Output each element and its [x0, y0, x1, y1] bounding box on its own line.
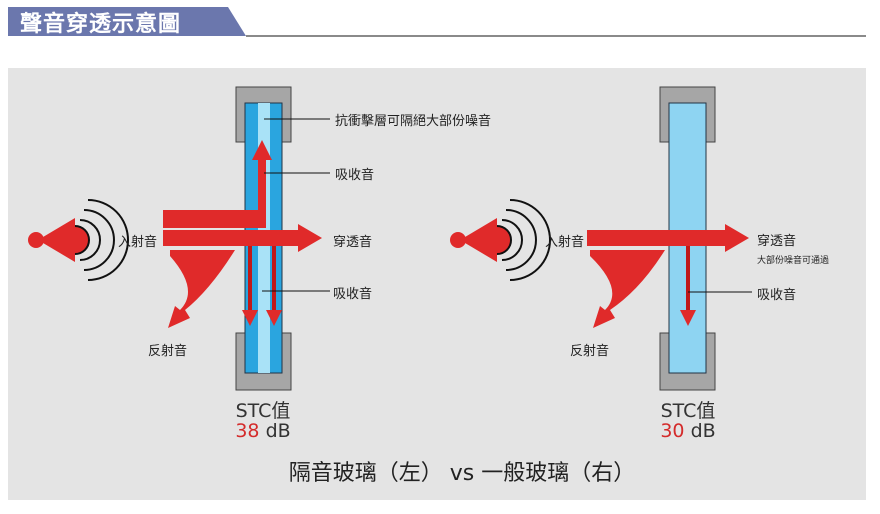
title-banner [8, 7, 246, 36]
transmitted-note: 大部份噪音可通過 [757, 256, 830, 266]
reflected-label: 反射音 [148, 344, 188, 359]
transmitted-label: 穿透音 [757, 234, 797, 249]
incident-label: 入射音 [545, 235, 585, 250]
absorbed-label: 吸收音 [333, 287, 373, 302]
diagram-panel [8, 68, 866, 500]
sound-arrows [587, 224, 749, 328]
sound-arrows [163, 140, 322, 328]
page-title: 聲音穿透示意圖 [20, 12, 182, 37]
stc-label: STC值 [660, 400, 716, 422]
absorbed-top-label: 吸收音 [335, 168, 375, 183]
comparison-caption: 隔音玻璃（左） vs 一般玻璃（右） [288, 461, 636, 486]
layer-label: 抗衝擊層可隔絕大部份噪音 [335, 114, 492, 129]
absorbed-label: 吸收音 [757, 288, 797, 303]
stc-value: 30 dB [660, 420, 716, 442]
speaker-icon [450, 199, 551, 281]
incident-label: 入射音 [118, 235, 158, 250]
reflected-label: 反射音 [570, 344, 610, 359]
leader-lines [262, 118, 330, 292]
speaker-icon [28, 199, 129, 281]
transmitted-label: 穿透音 [333, 235, 373, 250]
stc-label: STC值 [235, 400, 291, 422]
stc-value: 38 dB [235, 420, 291, 442]
